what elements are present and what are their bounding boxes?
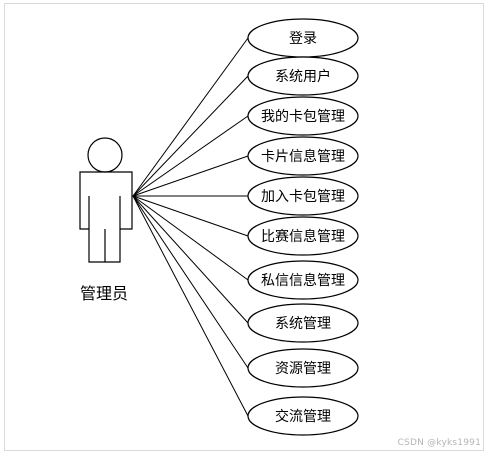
use-case: 交流管理 (247, 396, 359, 436)
use-case-label: 加入卡包管理 (261, 189, 345, 205)
association-line (132, 195, 249, 417)
use-case-ellipse (247, 260, 359, 300)
actor-head (87, 137, 123, 173)
association-line (132, 115, 249, 197)
use-case-label: 我的卡包管理 (261, 109, 345, 125)
association-lines (132, 37, 249, 417)
use-case-ellipse (247, 216, 359, 256)
use-case-label: 比赛信息管理 (261, 228, 345, 245)
use-case: 资源管理 (247, 348, 359, 388)
association-line (132, 195, 249, 369)
association-line (132, 195, 249, 281)
use-case: 系统用户 (247, 56, 359, 96)
use-case-ellipse (247, 176, 359, 216)
use-case: 登录 (247, 18, 359, 58)
use-case: 私信信息管理 (247, 260, 359, 300)
actor-label: 管理员 (80, 284, 128, 303)
use-case-label: 私信信息管理 (261, 272, 345, 289)
association-line (132, 195, 249, 324)
use-case: 我的卡包管理 (247, 96, 359, 136)
watermark-text: CSDN @kyks1991 (397, 438, 481, 448)
use-case: 系统管理 (247, 303, 359, 343)
diagram-frame (4, 3, 484, 451)
use-case-list: 登录系统用户我的卡包管理卡片信息管理加入卡包管理比赛信息管理私信信息管理系统管理… (247, 18, 359, 436)
actor-figure (79, 137, 133, 263)
use-case-ellipse (247, 348, 359, 388)
association-line (132, 195, 249, 237)
use-case-label: 交流管理 (275, 408, 331, 425)
use-case: 比赛信息管理 (247, 216, 359, 256)
use-case: 卡片信息管理 (247, 136, 359, 176)
use-case-ellipse (247, 56, 359, 96)
association-line (132, 75, 249, 197)
use-case-label: 资源管理 (275, 361, 331, 377)
use-case-label: 系统管理 (275, 316, 331, 332)
use-case-ellipse (247, 96, 359, 136)
use-case-ellipse (247, 136, 359, 176)
association-line (132, 37, 249, 197)
use-case-ellipse (247, 303, 359, 343)
use-case-label: 卡片信息管理 (261, 148, 345, 165)
use-case-label: 登录 (289, 31, 317, 47)
use-case-label: 系统用户 (275, 68, 331, 85)
actor-body (79, 171, 133, 263)
association-line (132, 155, 249, 197)
use-case-ellipse (247, 396, 359, 436)
use-case: 加入卡包管理 (247, 176, 359, 216)
